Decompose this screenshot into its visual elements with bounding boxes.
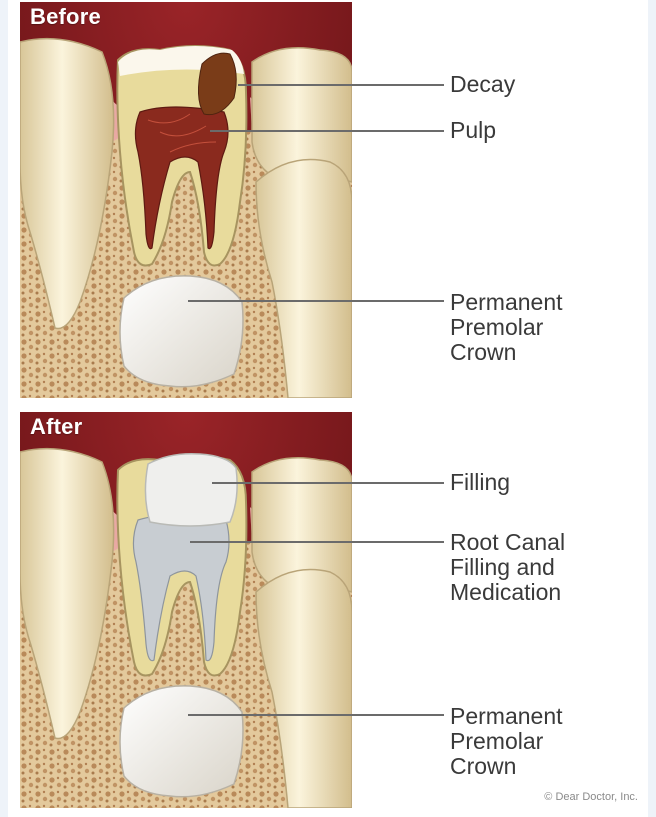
- pulp-leader: [210, 130, 444, 132]
- crown-leader-before: [188, 300, 444, 302]
- decay-leader: [238, 84, 444, 86]
- copyright-credit: © Dear Doctor, Inc.: [544, 791, 638, 803]
- crown-label-before: Permanent Premolar Crown: [450, 290, 563, 365]
- root-canal-label-line-2: Filling and: [450, 555, 565, 580]
- crown-label-before-line-1: Permanent: [450, 290, 563, 315]
- crown-leader-after: [188, 714, 444, 716]
- pulp-label: Pulp: [450, 118, 496, 143]
- filling-label: Filling: [450, 470, 510, 495]
- after-illustration: [20, 412, 352, 808]
- crown-label-before-line-3: Crown: [450, 340, 563, 365]
- crown-label-after-line-3: Crown: [450, 754, 563, 779]
- root-canal-label: Root Canal Filling and Medication: [450, 530, 565, 605]
- filling: [145, 454, 237, 526]
- root-canal-label-line-1: Root Canal: [450, 530, 565, 555]
- decay-label: Decay: [450, 72, 515, 97]
- crown-label-after: Permanent Premolar Crown: [450, 704, 563, 779]
- permanent-crown: [120, 276, 243, 387]
- after-panel: After: [20, 412, 352, 808]
- filling-leader: [212, 482, 444, 484]
- crown-label-before-line-2: Premolar: [450, 315, 563, 340]
- before-illustration: [20, 2, 352, 398]
- permanent-crown: [120, 686, 243, 797]
- crown-label-after-line-2: Premolar: [450, 729, 563, 754]
- root-canal-label-line-3: Medication: [450, 580, 565, 605]
- after-title: After: [30, 414, 82, 440]
- before-title: Before: [30, 4, 101, 30]
- root-canal-leader: [190, 541, 444, 543]
- before-panel: Before: [20, 2, 352, 398]
- crown-label-after-line-1: Permanent: [450, 704, 563, 729]
